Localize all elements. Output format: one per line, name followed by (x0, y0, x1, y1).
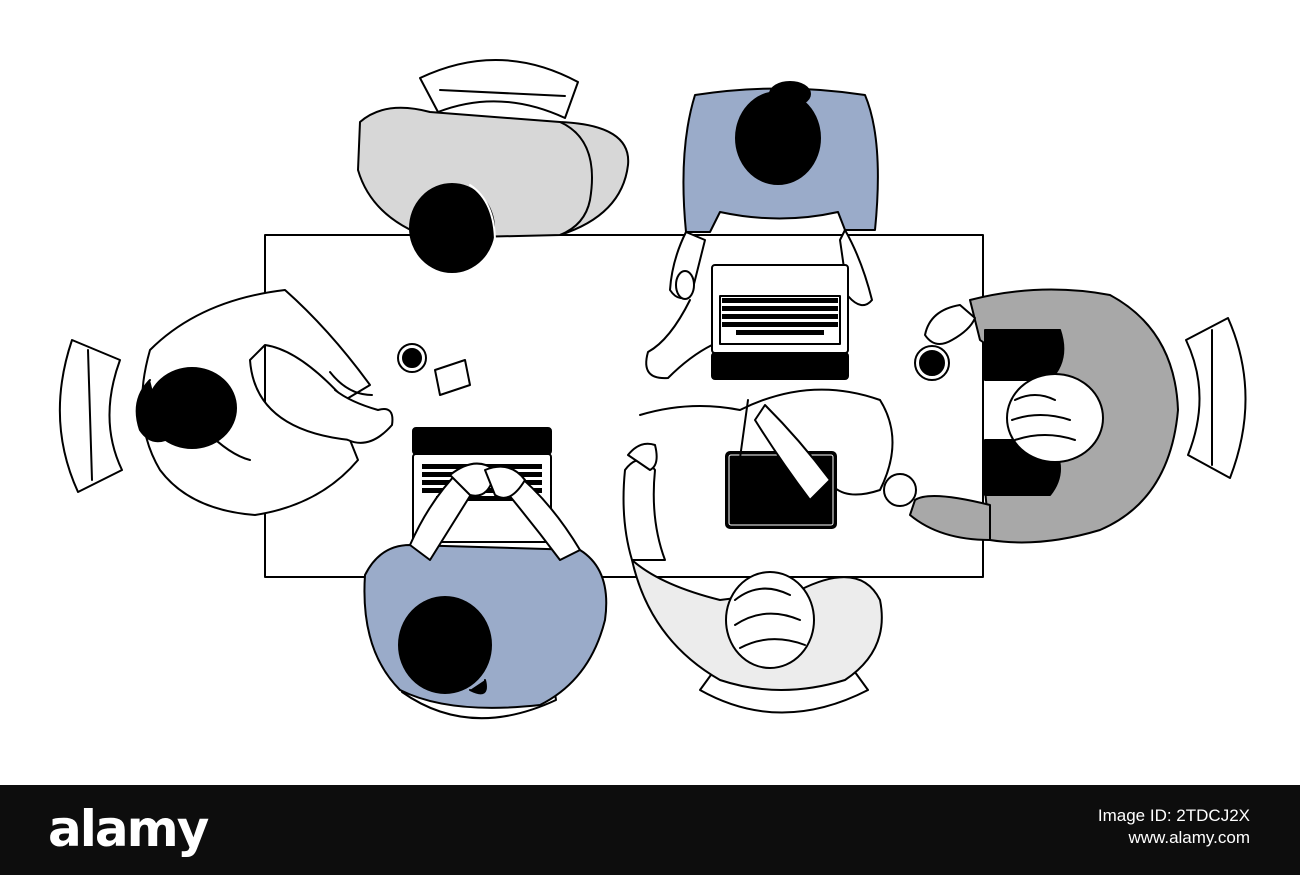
brand-logo: alamy (48, 800, 209, 858)
person-top-middle (669, 81, 879, 307)
illustration (58, 59, 1247, 720)
meeting-table (264, 234, 984, 578)
image-id-text: Image ID: 2TDCJ2X (1097, 806, 1250, 825)
site-url: www.alamy.com (1128, 828, 1250, 847)
sticky-note (434, 359, 471, 396)
person-top-left (357, 106, 630, 273)
person-bottom-left (363, 462, 608, 709)
head (398, 596, 492, 694)
chair-right (1185, 317, 1247, 479)
head (409, 183, 495, 273)
chair-left (58, 339, 123, 493)
watermark-footer: alamy Image ID: 2TDCJ2X www.alamy.com (0, 785, 1300, 875)
person-bottom-right (622, 399, 883, 691)
laptop-top (711, 264, 849, 380)
coffee-cup-left (397, 343, 427, 373)
mouse-cable (645, 299, 713, 380)
image-id-block: Image ID: 2TDCJ2X www.alamy.com (1098, 805, 1250, 849)
mouse (675, 270, 695, 300)
person-left (135, 289, 394, 516)
person-right (883, 288, 1179, 544)
head (735, 91, 821, 185)
coffee-cup-right (914, 345, 950, 381)
chair-top-left (419, 59, 579, 119)
